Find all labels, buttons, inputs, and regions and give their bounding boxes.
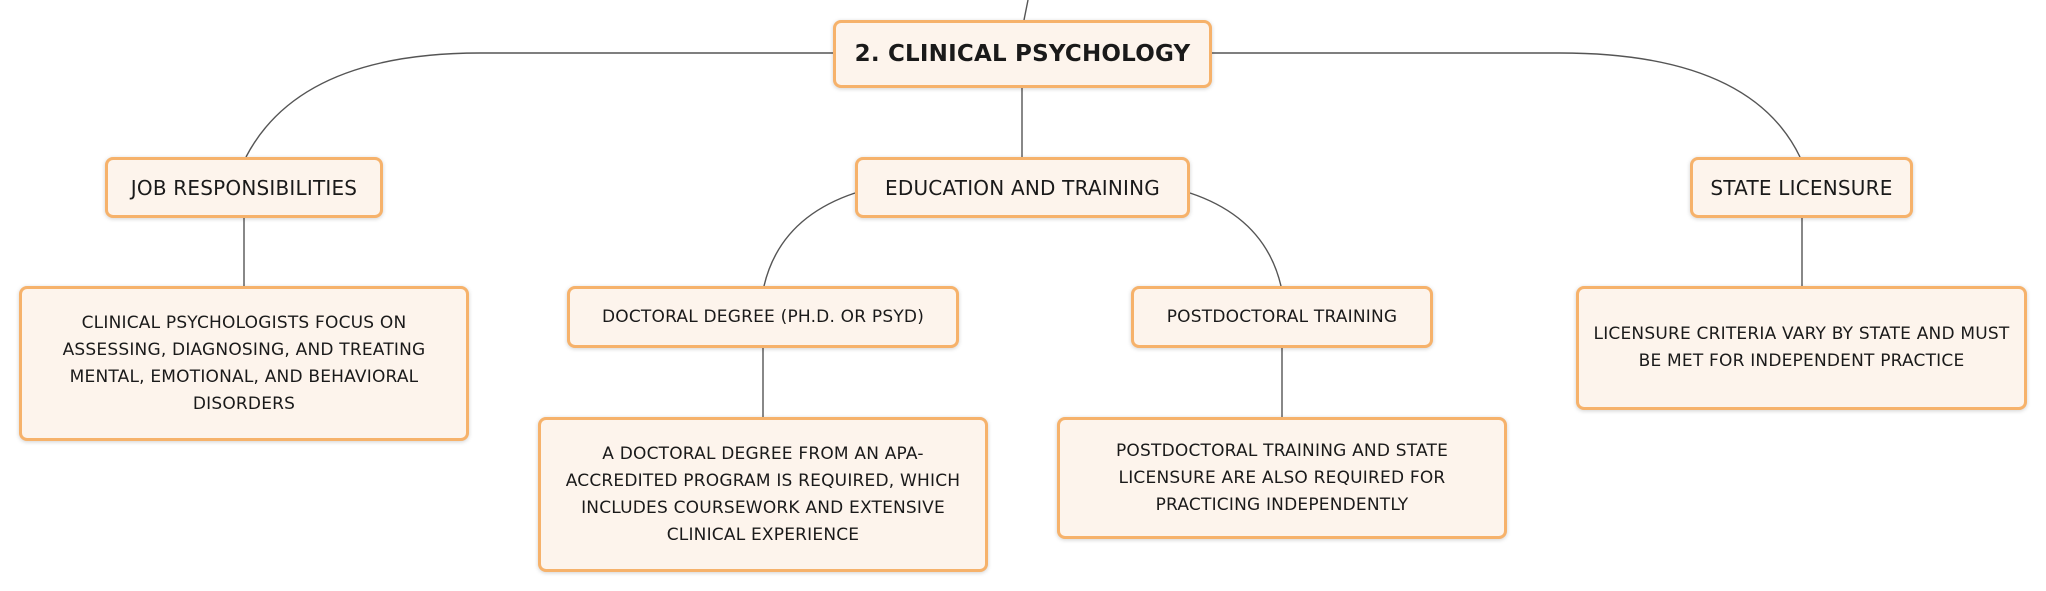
connector-root-to-state-licensure (1212, 52, 1801, 158)
connector-parent-to-root (1023, 0, 1029, 21)
node-postdoctoral-training-detail-text: POSTDOCTORAL TRAINING AND STATE LICENSUR… (1115, 440, 1449, 515)
root-node-label: 2. CLINICAL PSYCHOLOGY (854, 41, 1191, 67)
connector-education-to-postdoctoral (1189, 192, 1282, 287)
node-postdoctoral-training-detail[interactable]: POSTDOCTORAL TRAINING AND STATE LICENSUR… (1057, 417, 1507, 539)
node-state-licensure-detail-text: LICENSURE CRITERIA VARY BY STATE AND MUS… (1593, 324, 2010, 371)
connector-root-to-job-responsibilities (245, 52, 833, 158)
node-job-responsibilities-detail[interactable]: CLINICAL PSYCHOLOGISTS FOCUS ON ASSESSIN… (19, 286, 469, 441)
node-postdoctoral-training[interactable]: POSTDOCTORAL TRAINING (1131, 286, 1433, 348)
root-node[interactable]: 2. CLINICAL PSYCHOLOGY (833, 20, 1212, 88)
node-education-and-training[interactable]: EDUCATION AND TRAINING (855, 157, 1190, 218)
node-job-responsibilities[interactable]: JOB RESPONSIBILITIES (105, 157, 383, 218)
connector-education-to-doctoral (763, 192, 856, 287)
node-doctoral-degree[interactable]: DOCTORAL DEGREE (PH.D. OR PSYD) (567, 286, 959, 348)
node-doctoral-degree-detail-text: A DOCTORAL DEGREE FROM AN APA-ACCREDITED… (565, 443, 961, 545)
node-job-responsibilities-label: JOB RESPONSIBILITIES (130, 175, 358, 200)
node-state-licensure-label: STATE LICENSURE (1710, 175, 1893, 200)
node-postdoctoral-training-label: POSTDOCTORAL TRAINING (1166, 307, 1398, 327)
node-doctoral-degree-detail[interactable]: A DOCTORAL DEGREE FROM AN APA-ACCREDITED… (538, 417, 988, 572)
node-education-and-training-label: EDUCATION AND TRAINING (885, 175, 1160, 200)
node-state-licensure[interactable]: STATE LICENSURE (1690, 157, 1913, 218)
node-job-responsibilities-detail-text: CLINICAL PSYCHOLOGISTS FOCUS ON ASSESSIN… (62, 312, 426, 414)
node-state-licensure-detail[interactable]: LICENSURE CRITERIA VARY BY STATE AND MUS… (1576, 286, 2027, 410)
node-doctoral-degree-label: DOCTORAL DEGREE (PH.D. OR PSYD) (601, 307, 925, 327)
